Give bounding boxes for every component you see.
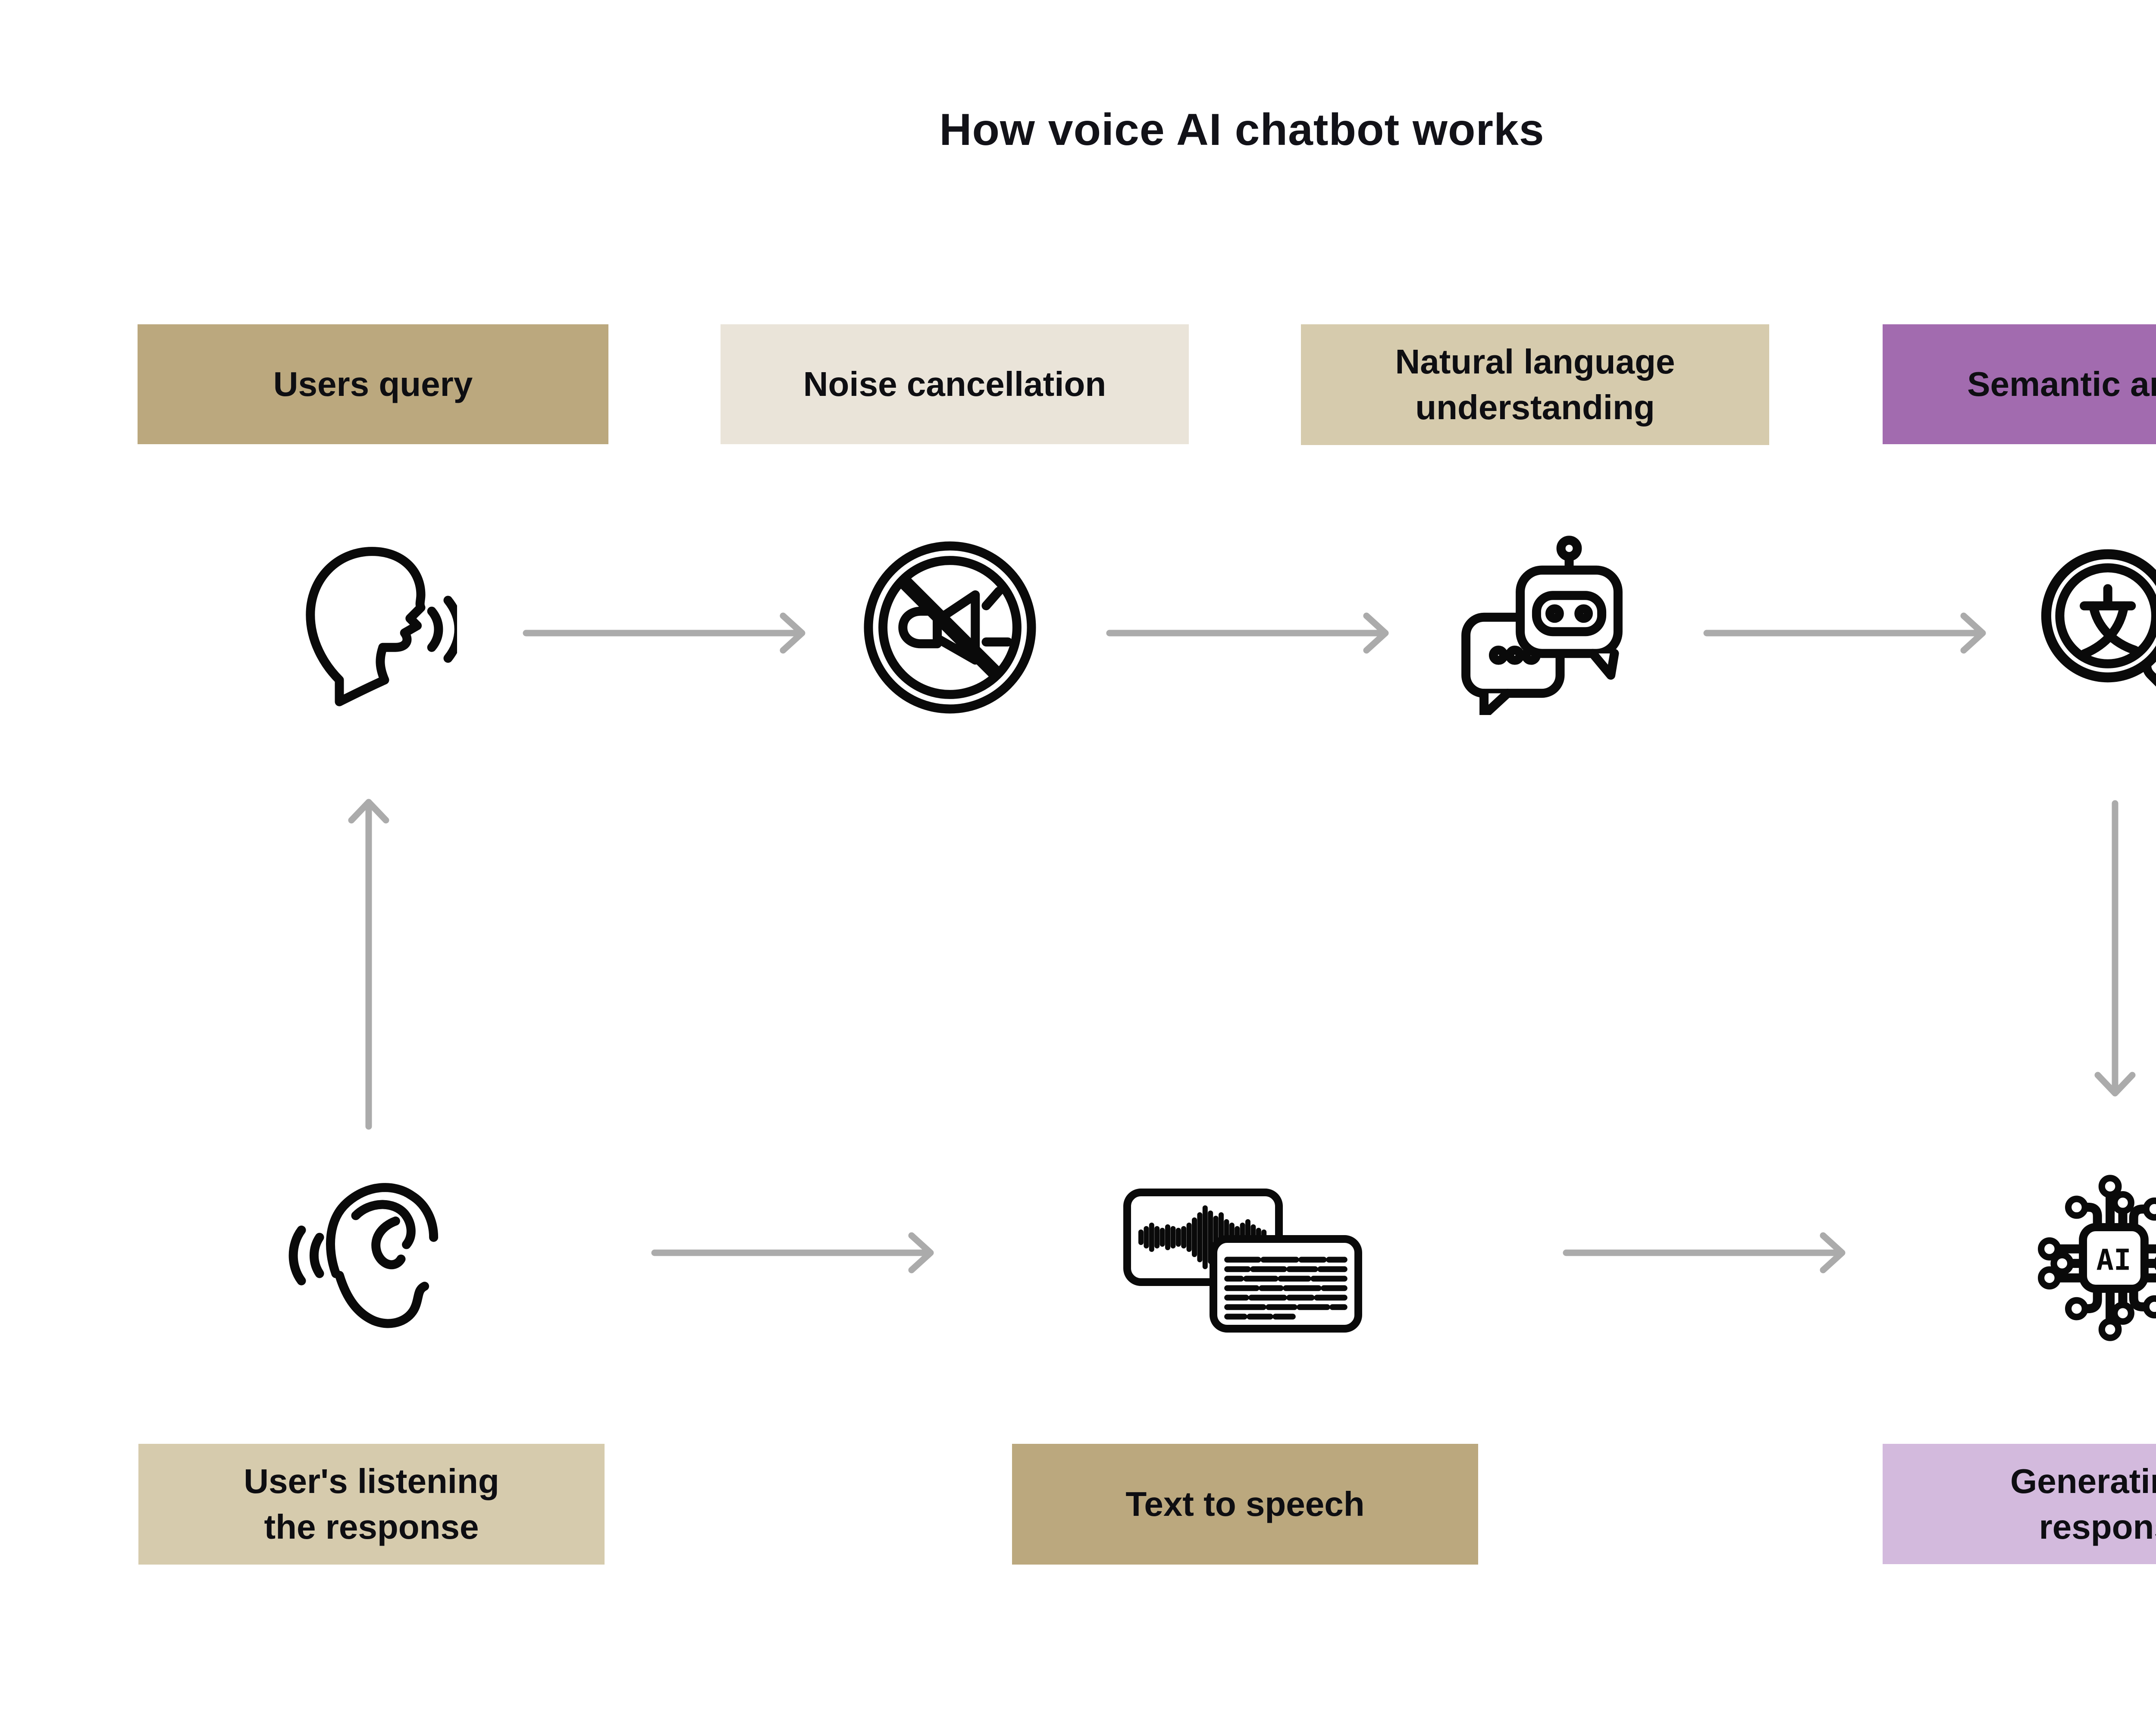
step-label-generating-response: Generating a response: [2010, 1462, 2156, 1546]
page-title: How voice AI chatbot works: [939, 105, 1545, 155]
step-box-semantic-analysis: Semantic analysis: [1883, 324, 2156, 444]
step-label-text-to-speech: Text to speech: [1125, 1485, 1365, 1524]
ear-icon: [274, 1163, 455, 1344]
ai-chip-icon: AI: [2023, 1167, 2156, 1349]
arrow-listening-to-users-query-icon: [348, 799, 389, 1130]
speaking-head-icon: [276, 537, 457, 718]
step-label-semantic-analysis: Semantic analysis: [1967, 365, 2156, 404]
language-magnifier-icon: [2024, 543, 2156, 724]
muted-speaker-icon: [859, 537, 1040, 718]
step-label-users-query: Users query: [273, 365, 473, 404]
svg-text:AI: AI: [2096, 1243, 2131, 1276]
arrow-noise-to-nlu-icon: [1106, 612, 1389, 654]
step-box-generating-response: Generating a response: [1883, 1444, 2156, 1564]
arrow-ear-to-tts-icon: [651, 1232, 934, 1273]
arrow-tts-to-ai-chip-icon: [1563, 1232, 1846, 1273]
arrow-users-query-to-noise-icon: [523, 612, 805, 654]
step-label-noise-cancellation: Noise cancellation: [803, 365, 1106, 404]
step-box-natural-language-understanding: Natural language understanding: [1301, 324, 1769, 445]
step-box-users-listening: User's listening the response: [138, 1444, 605, 1565]
step-label-natural-language-understanding: Natural language understanding: [1395, 342, 1675, 427]
arrow-nlu-to-semantic-icon: [1703, 612, 1986, 654]
step-box-noise-cancellation: Noise cancellation: [721, 324, 1189, 444]
step-box-users-query: Users query: [138, 324, 608, 444]
step-box-text-to-speech: Text to speech: [1012, 1444, 1478, 1565]
step-label-users-listening: User's listening the response: [244, 1462, 499, 1546]
chatbot-bubbles-icon: [1451, 534, 1633, 715]
voice-to-text-cards-icon: [1113, 1170, 1372, 1342]
arrow-semantic-to-generating-icon: [2094, 800, 2136, 1097]
